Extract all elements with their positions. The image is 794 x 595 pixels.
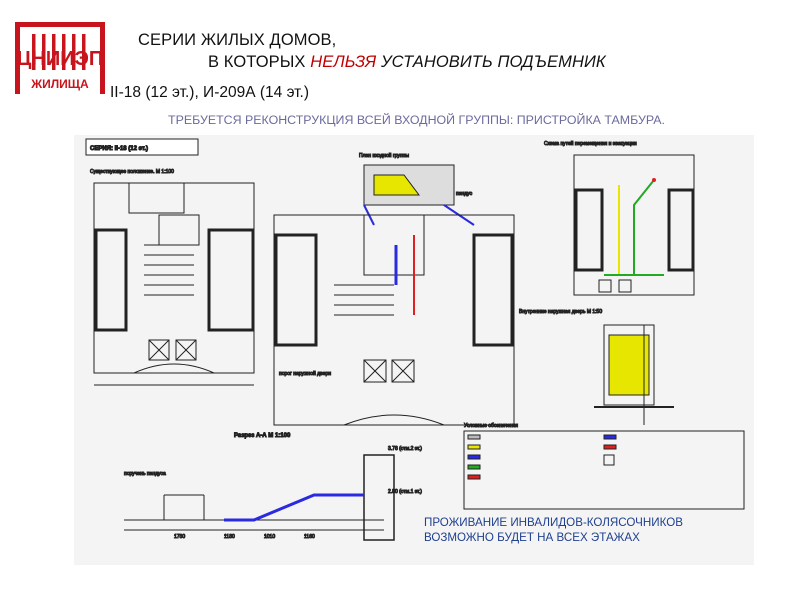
- accessibility-note: ПРОЖИВАНИЕ ИНВАЛИДОВ-КОЛЯСОЧНИКОВ ВОЗМОЖ…: [424, 516, 683, 545]
- series-subtitle: II-18 (12 эт.), И-209А (14 эт.): [110, 84, 309, 101]
- dim-1780: 1780: [174, 534, 185, 540]
- title-line-2-prefix: В КОТОРЫХ: [208, 53, 306, 71]
- series-label: СЕРИЯ: II-18 (12 эт.): [90, 146, 148, 152]
- tsniiep-logo: ЦНИИЭП ЖИЛИЩА: [15, 22, 105, 94]
- title-line-2-suffix: УСТАНОВИТЬ ПОДЪЕМНИК: [380, 53, 606, 71]
- threshold-label: порог наружной двери: [279, 370, 331, 377]
- evacuation-scheme: Схема путей перемещения и эвакуации: [544, 140, 695, 296]
- logo-acronym: ЦНИИЭП: [17, 48, 103, 70]
- entrance-plan-label: План входной группы: [359, 152, 409, 159]
- title-line-2: В КОТОРЫХ НЕЛЬЗЯ УСТАНОВИТЬ ПОДЪЕМНИК: [208, 53, 606, 72]
- title-warning-word: НЕЛЬЗЯ: [310, 53, 377, 71]
- existing-plan-label: Существующее положение. М 1:100: [90, 169, 174, 175]
- title-line-1: СЕРИИ ЖИЛЫХ ДОМОВ,: [138, 31, 337, 49]
- ramp-label: пандус: [456, 191, 473, 197]
- dim-1010: 1010: [264, 534, 275, 540]
- dim-1180: 1180: [224, 534, 235, 540]
- door-view-label: Внутренние наружная дверь М 1:50: [519, 309, 602, 315]
- dim-level-1: 2.80 (отм.1 эт.): [388, 489, 422, 495]
- door-elevation: Внутренние наружная дверь М 1:50: [519, 309, 674, 425]
- legend: Условные обозначения: [463, 423, 745, 510]
- section-a-a: Разрез А-А М 1:100 1780 1180 1010 1160 3…: [124, 433, 423, 541]
- note-line-2: ВОЗМОЖНО БУДЕТ НА ВСЕХ ЭТАЖАХ: [424, 530, 640, 544]
- logo-subtitle: ЖИЛИЩА: [30, 77, 89, 91]
- note-line-1: ПРОЖИВАНИЕ ИНВАЛИДОВ-КОЛЯСОЧНИКОВ: [424, 516, 683, 529]
- legend-title: Условные обозначения: [464, 423, 518, 429]
- entrance-plan: План входной группы порог наружной двери…: [273, 152, 515, 426]
- evacuation-label: Схема путей перемещения и эвакуации: [544, 140, 637, 147]
- architectural-drawing: СЕРИЯ: II-18 (12 эт.) Существующее полож…: [74, 135, 754, 565]
- requirement-text: ТРЕБУЕТСЯ РЕКОНСТРУКЦИЯ ВСЕЙ ВХОДНОЙ ГРУ…: [168, 113, 665, 127]
- dim-level-2: 3.78 (отм.2 эт.): [388, 446, 422, 452]
- dim-1160: 1160: [304, 534, 315, 540]
- section-label: Разрез А-А М 1:100: [234, 433, 291, 439]
- existing-plan: СЕРИЯ: II-18 (12 эт.) Существующее полож…: [85, 138, 255, 386]
- handrail-label: поручень пандуса: [124, 471, 166, 477]
